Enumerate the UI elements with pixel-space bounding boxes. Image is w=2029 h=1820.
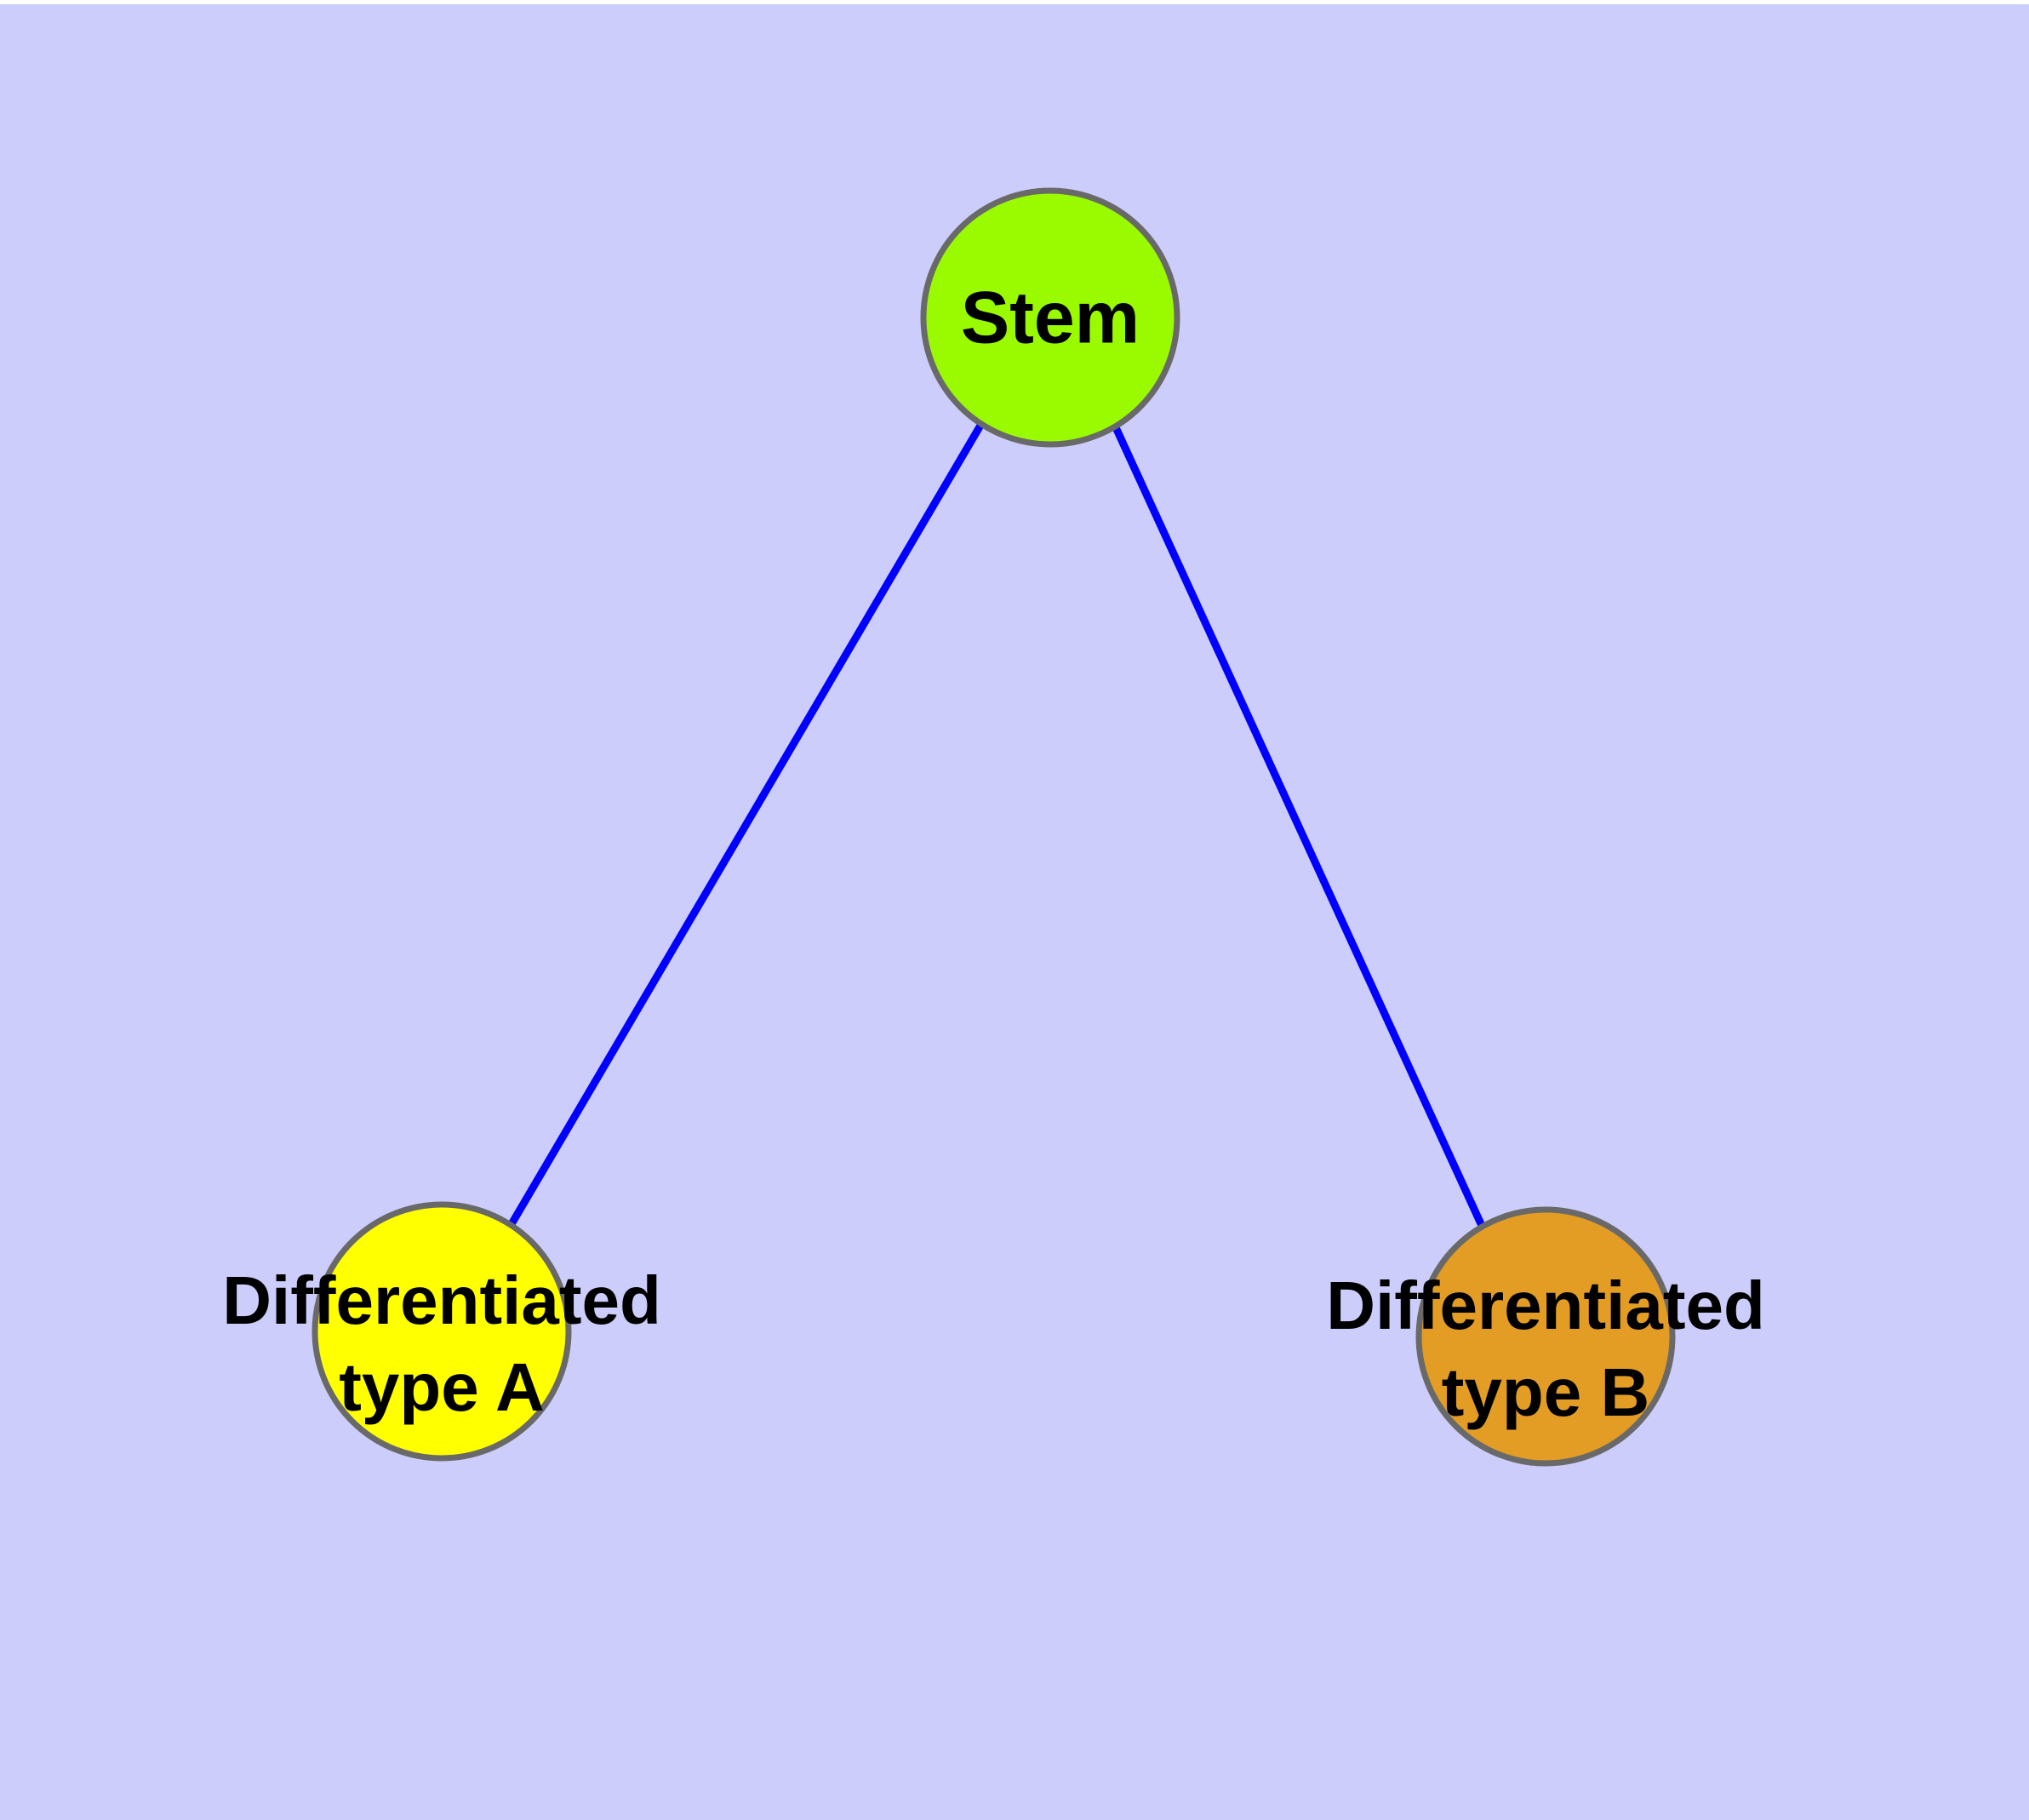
node-stem-label: Stem [961,278,1140,359]
edge-stem-to-diff-b [1111,424,1487,1229]
node-stem-circle[interactable] [920,187,1180,448]
node-diff-a[interactable] [311,1201,572,1462]
edges-layer [508,421,1487,1229]
node-diff-a-label-line-1: Differentiated [222,1262,661,1338]
node-diff-b-label-line-1: Differentiated [1326,1268,1765,1343]
node-diff-b[interactable] [1415,1206,1676,1467]
node-diff-a-label-line-2: type A [339,1349,545,1425]
node-diff-b-circle[interactable] [1415,1206,1676,1467]
diagram-plot-area: Stem Differentiated type A Differentiate… [0,4,2029,1820]
nodes-layer: Stem [311,187,1676,1467]
node-diff-b-label-line-2: type B [1442,1354,1650,1430]
node-stem[interactable]: Stem [920,187,1180,448]
edge-stem-to-diff-a [508,421,985,1227]
labels-layer: Differentiated type A Differentiated typ… [222,1262,1765,1430]
node-link-graph: Stem Differentiated type A Differentiate… [222,187,1765,1467]
node-diff-a-circle[interactable] [311,1201,572,1462]
